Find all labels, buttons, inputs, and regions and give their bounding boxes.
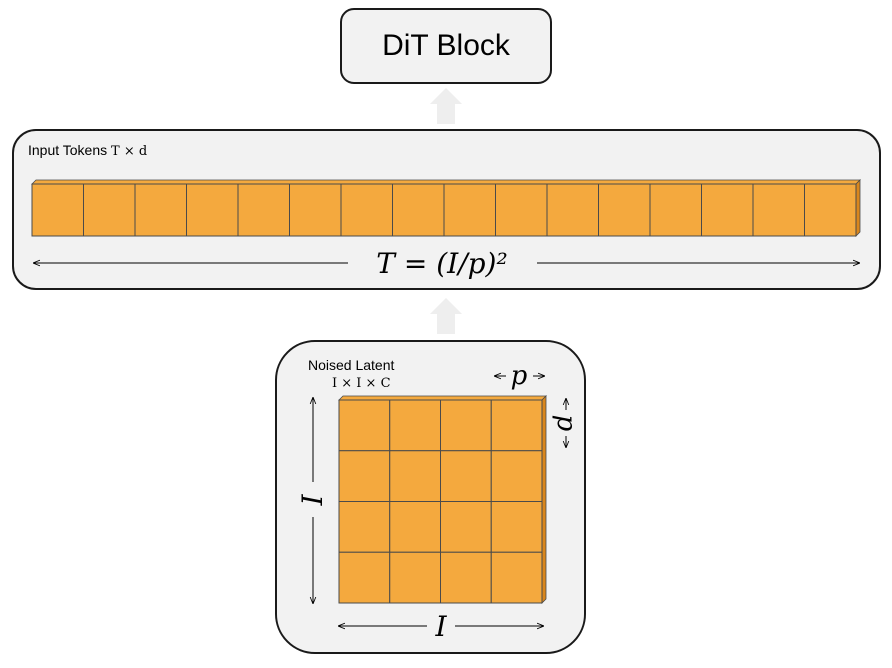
token-cell — [31, 183, 84, 237]
token-count-formula: T = (I/p)² — [376, 247, 507, 280]
token-cell — [186, 183, 239, 237]
token-cell — [495, 183, 548, 237]
patch-height-label: p — [551, 415, 581, 432]
token-cell — [443, 183, 496, 237]
latent-patch-cell — [490, 551, 543, 604]
input-tokens-title-text: Input Tokens — [28, 142, 108, 158]
latent-patch-cell — [440, 399, 492, 452]
token-cell — [392, 183, 445, 237]
token-cell — [701, 183, 754, 237]
noised-latent-shape: I × I × C — [332, 376, 391, 391]
token-strip-top-face — [31, 179, 861, 185]
latent-patch-cell — [338, 501, 391, 553]
latent-patch-cell — [440, 450, 492, 502]
latent-patch-cell — [389, 399, 441, 452]
latent-patch-cell — [490, 501, 543, 553]
dit-block-box: DiT Block — [340, 8, 552, 84]
latent-patch-cell — [440, 551, 492, 604]
latent-patch-cell — [338, 450, 391, 502]
token-strip — [31, 179, 861, 237]
token-cell — [83, 183, 136, 237]
token-cell — [340, 183, 393, 237]
input-tokens-shape: T × d — [111, 144, 148, 159]
latent-patch-cell — [338, 551, 391, 604]
latent-patch-cell — [338, 399, 391, 452]
latent-patch-cell — [389, 450, 441, 502]
latent-patch-cell — [389, 501, 441, 553]
latent-patch-cell — [389, 551, 441, 604]
token-cell — [289, 183, 342, 237]
up-arrow-to-tokens-icon — [430, 298, 462, 334]
latent-patch-cell — [440, 501, 492, 553]
latent-patch-cell — [490, 450, 543, 502]
token-strip-side-face — [855, 179, 861, 237]
latent-width-label: I — [434, 610, 447, 643]
latent-grid-side-face — [541, 395, 547, 604]
token-cell — [598, 183, 651, 237]
latent-height-label: I — [296, 494, 329, 507]
token-cell — [546, 183, 599, 237]
dit-block-label: DiT Block — [382, 29, 510, 62]
noised-latent-title: Noised Latent — [308, 357, 395, 373]
token-cell — [752, 183, 805, 237]
token-cell — [649, 183, 702, 237]
patch-width-label: p — [511, 361, 528, 391]
token-cell — [134, 183, 187, 237]
latent-patch-grid — [338, 395, 547, 604]
token-cell — [237, 183, 290, 237]
latent-patch-cell — [490, 399, 543, 452]
up-arrow-to-dit-icon — [430, 88, 462, 124]
latent-grid-top-face — [338, 395, 547, 401]
token-cell — [804, 183, 857, 237]
input-tokens-title: Input Tokens T × d — [28, 142, 147, 159]
